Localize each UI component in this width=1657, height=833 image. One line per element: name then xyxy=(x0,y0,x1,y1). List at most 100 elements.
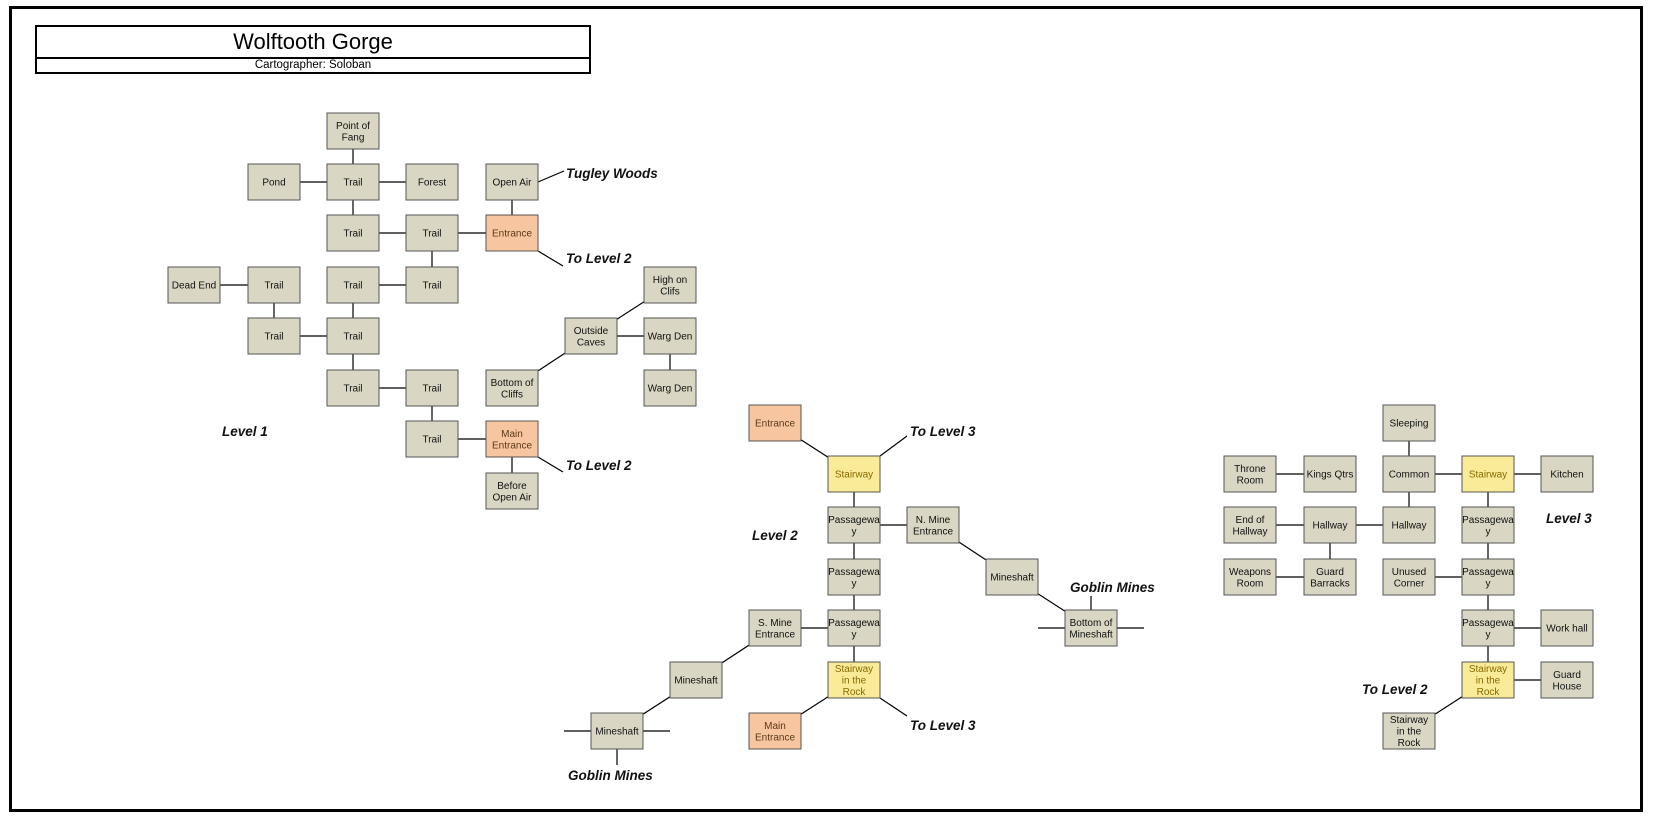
map-border xyxy=(9,6,1643,812)
room-l1-trail-h: Trail xyxy=(326,317,380,355)
room-l2-entrance: Entrance xyxy=(748,404,802,442)
room-label: Trail xyxy=(422,281,441,292)
annotation-leader xyxy=(537,250,564,267)
room-l1-forest: Forest xyxy=(405,163,459,201)
room-label: Trail xyxy=(343,178,362,189)
room-l3-sleeping: Sleeping xyxy=(1382,404,1436,442)
room-box xyxy=(1461,661,1515,699)
room-l3-common: Common xyxy=(1382,455,1436,493)
room-l3-hallway-a: Hallway xyxy=(1303,506,1357,544)
room-label: Mineshaft xyxy=(595,727,639,738)
room-l1-pond: Pond xyxy=(247,163,301,201)
room-box xyxy=(485,163,539,201)
room-box xyxy=(1540,661,1594,699)
room-box xyxy=(1382,455,1436,493)
room-label: Trail xyxy=(343,332,362,343)
room-box xyxy=(748,404,802,442)
room-box xyxy=(326,369,380,407)
room-l1-trail-c: Trail xyxy=(405,214,459,252)
room-label: Trail xyxy=(264,332,283,343)
room-l3-stairway: Stairway xyxy=(1461,455,1515,493)
annotation-a-l2-to-l3-a: To Level 3 xyxy=(910,424,976,439)
cartographer-credit: Cartographer: Soloban xyxy=(35,57,591,74)
room-label: Trail xyxy=(343,384,362,395)
room-box xyxy=(326,163,380,201)
room-l3-kings-qtrs: Kings Qtrs xyxy=(1303,455,1357,493)
room-box xyxy=(1223,506,1277,544)
room-l1-trail-f: Trail xyxy=(405,266,459,304)
room-label: Mineshaft xyxy=(990,573,1034,584)
room-label: Trail xyxy=(264,281,283,292)
room-box xyxy=(827,558,881,596)
room-box xyxy=(985,558,1039,596)
annotation-a-l1-to-l2-b: To Level 2 xyxy=(566,458,632,473)
room-l1-open-air: Open Air xyxy=(485,163,539,201)
room-label: Sleeping xyxy=(1390,419,1429,430)
room-l1-trail-a: Trail xyxy=(326,163,380,201)
room-box xyxy=(748,609,802,647)
room-box xyxy=(564,317,618,355)
room-box xyxy=(1461,558,1515,596)
room-box xyxy=(748,712,802,750)
room-box xyxy=(827,609,881,647)
room-box xyxy=(326,317,380,355)
room-box xyxy=(1223,455,1277,493)
room-l1-entrance: Entrance xyxy=(485,214,539,252)
room-box xyxy=(906,506,960,544)
room-box xyxy=(247,266,301,304)
room-label: Common xyxy=(1389,470,1430,481)
room-label: Kings Qtrs xyxy=(1307,470,1354,481)
room-box xyxy=(1382,712,1436,750)
room-l2-mineshaft-c: Mineshaft xyxy=(590,712,644,750)
room-label: Trail xyxy=(422,384,441,395)
room-box xyxy=(827,506,881,544)
room-box xyxy=(1223,558,1277,596)
room-l3-kitchen: Kitchen xyxy=(1540,455,1594,493)
room-box xyxy=(1461,455,1515,493)
room-box xyxy=(643,317,697,355)
room-label: Hallway xyxy=(1391,521,1426,532)
annotation-leader xyxy=(537,456,564,473)
room-label: Entrance xyxy=(492,229,532,240)
room-box xyxy=(1064,609,1118,647)
room-box xyxy=(405,420,459,458)
room-label: Mineshaft xyxy=(674,676,718,687)
room-l1-trail-d: Trail xyxy=(247,266,301,304)
room-box xyxy=(405,369,459,407)
room-box xyxy=(1382,404,1436,442)
room-label: Trail xyxy=(422,435,441,446)
room-box xyxy=(485,369,539,407)
room-box xyxy=(1461,506,1515,544)
room-l2-stairway: Stairway xyxy=(827,455,881,493)
room-box xyxy=(1382,558,1436,596)
room-box xyxy=(326,214,380,252)
room-label: Entrance xyxy=(755,419,795,430)
room-label: Trail xyxy=(343,281,362,292)
room-box xyxy=(247,163,301,201)
